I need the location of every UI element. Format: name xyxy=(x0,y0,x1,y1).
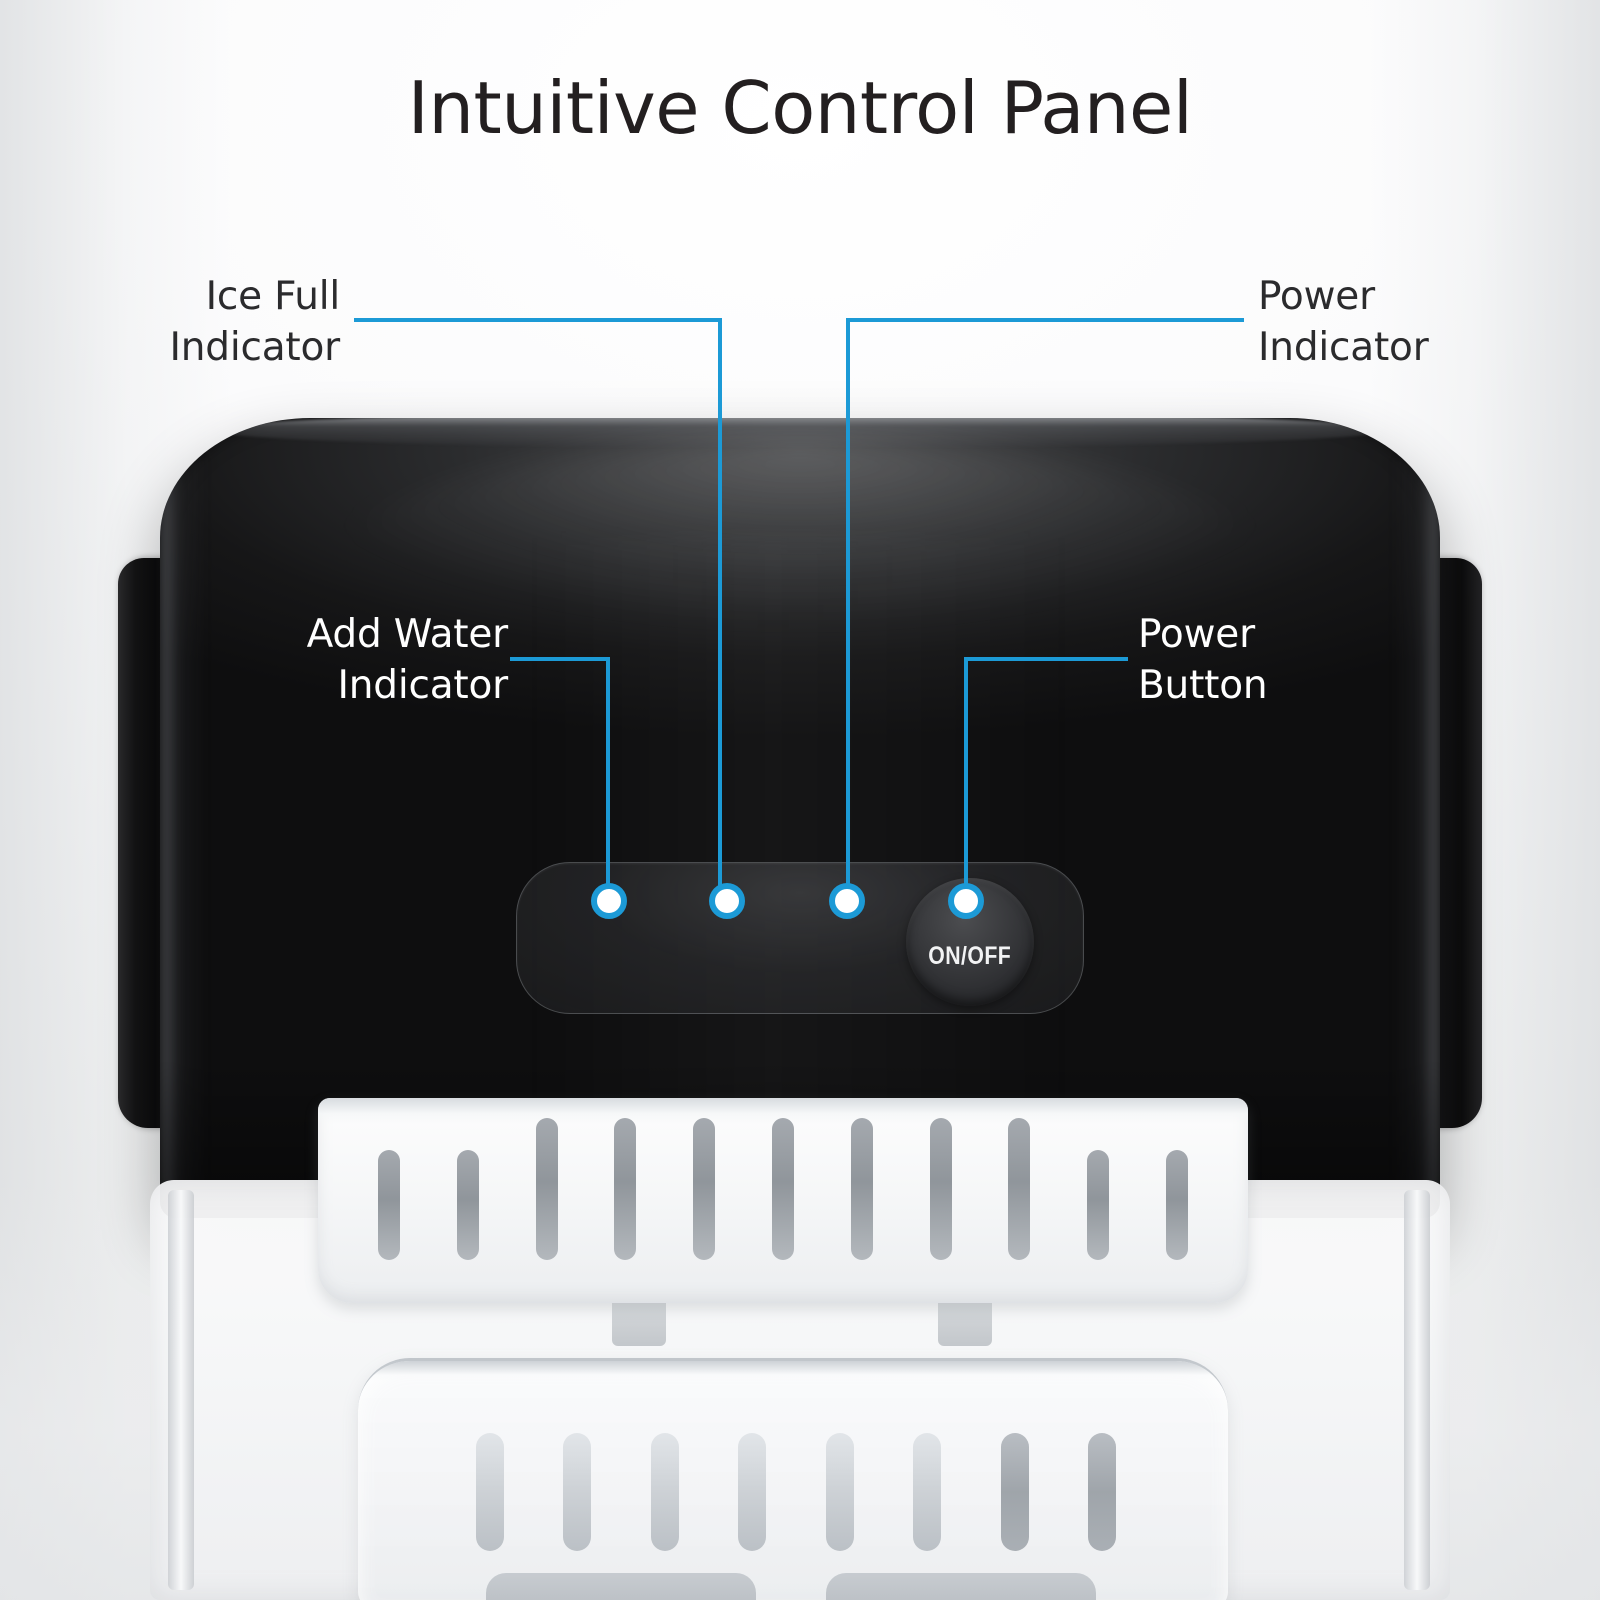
callout-marker-power-button[interactable] xyxy=(948,883,984,919)
body-gloss-sheen xyxy=(236,438,1364,778)
body-top-rim-highlight xyxy=(211,418,1389,448)
callout-label-ice-full-indicator: Ice Full Indicator xyxy=(169,274,340,370)
callout-label-power-button: Power Button xyxy=(1138,612,1268,708)
leader-line-ice-full xyxy=(354,318,722,887)
callout-label-power-indicator: Power Indicator xyxy=(1258,274,1429,370)
page-title: Intuitive Control Panel xyxy=(407,66,1193,150)
leader-line-add-water xyxy=(510,657,610,887)
callout-marker-ice-full[interactable] xyxy=(709,883,745,919)
callout-marker-power-indicator[interactable] xyxy=(829,883,865,919)
leader-line-power-button xyxy=(964,657,1128,887)
callout-marker-add-water[interactable] xyxy=(591,883,627,919)
onoff-button-label: ON/OFF xyxy=(928,941,1012,970)
callout-label-add-water-indicator: Add Water Indicator xyxy=(306,612,509,708)
leader-line-power-indicator xyxy=(846,318,1244,887)
